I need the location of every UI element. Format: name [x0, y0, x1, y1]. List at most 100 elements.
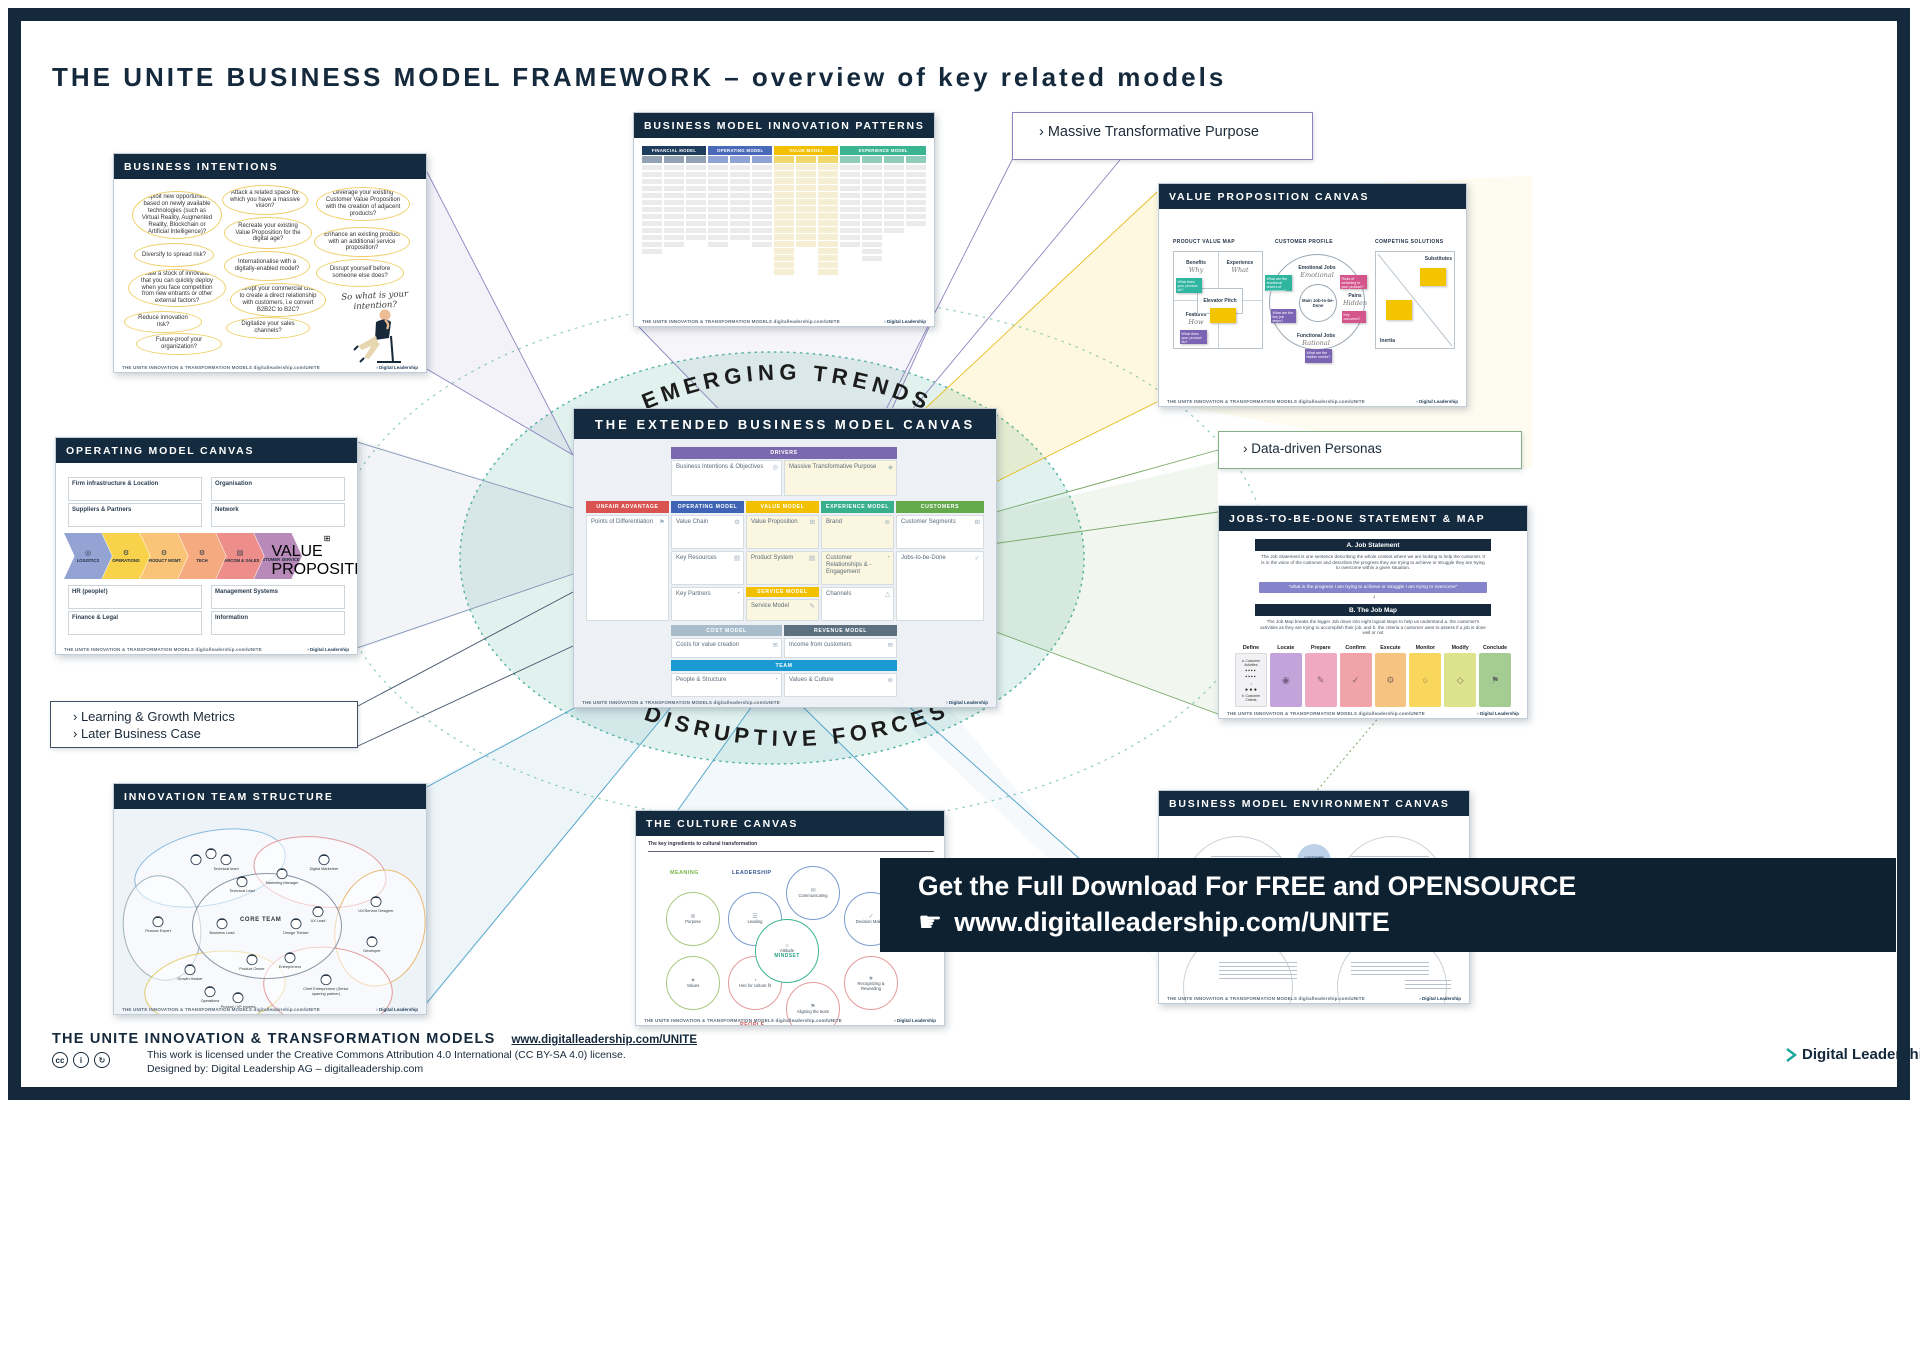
- omc-cell: Suppliers & Partners: [68, 503, 202, 527]
- avatar: [369, 894, 383, 908]
- intention-blob: Digitalize your sales channels?: [226, 317, 310, 339]
- intention-blob: Leverage your existing Customer Value Pr…: [316, 187, 410, 221]
- pattern-cell: [708, 220, 729, 226]
- intention-blob: Exploit new opportunities based on newly…: [132, 191, 222, 239]
- panel-footer-logo: › Digital Leadership: [307, 647, 349, 652]
- team-member-label: Product Owner: [239, 967, 265, 971]
- panel-footer-brand: THE UNITE INNOVATION & TRANSFORMATION MO…: [122, 365, 320, 370]
- sticky-note: What does your product do?: [1176, 278, 1202, 293]
- define-activities-label: a. Customer Activities: [1241, 658, 1261, 667]
- patterns-subheader: [906, 156, 927, 163]
- job-step-conclude: Conclude⚑: [1479, 645, 1511, 707]
- callout-personas-label: › Data-driven Personas: [1243, 441, 1382, 456]
- pattern-cell: [884, 227, 905, 233]
- omc-chevron-logistics: ◎LOGISTICS: [64, 533, 112, 579]
- panel-footer-logo: › Digital Leadership: [376, 1007, 418, 1012]
- pattern-cell: [774, 171, 795, 177]
- vpc-profile-title: Functional Jobs: [1296, 333, 1336, 339]
- culture-section-label: MEANING: [670, 870, 699, 876]
- page-title-rest: BUSINESS MODEL FRAMEWORK – overview of k…: [216, 62, 1227, 92]
- avatar: [245, 952, 259, 966]
- footer-link[interactable]: www.digitalleadership.com/UNITE: [511, 1034, 698, 1046]
- vpc-main-job-circle: Main Job-to-be-Done: [1299, 284, 1337, 322]
- panel-footer-logo: › Digital Leadership: [1419, 996, 1461, 1001]
- panel-footer-logo: › Digital Leadership: [1416, 399, 1458, 404]
- pattern-cell: [884, 213, 905, 219]
- pointing-hand-icon: ☛: [918, 907, 943, 937]
- pattern-cell: [774, 199, 795, 205]
- team-member-label: Developer: [363, 949, 381, 953]
- pen-icon: ✎: [1304, 653, 1337, 707]
- avatar: [183, 962, 197, 976]
- intention-text: Recreate your existing Value Proposition…: [235, 222, 301, 243]
- banner-url[interactable]: www.digitalleadership.com/UNITE: [954, 907, 1390, 937]
- canvas-cell-label: Jobs-to-be-Done: [901, 555, 946, 561]
- intention-blob: Diversify to spread risk?: [134, 243, 214, 267]
- intention-text: Exploit new opportunities based on newly…: [141, 194, 213, 235]
- sticky-text: What does your product do?: [1177, 279, 1198, 292]
- grid-icon: ▤: [808, 554, 815, 562]
- culture-section-label: LEADERSHIP: [732, 870, 772, 876]
- omc-chevron-label: TECH: [196, 557, 208, 563]
- job-statement-text: The Job Statement is one sentence descri…: [1261, 554, 1485, 571]
- team-member-label: Growth Hacker: [177, 977, 203, 981]
- culture-item-icon: ⚑: [810, 1004, 816, 1011]
- pattern-cell: [730, 234, 751, 240]
- logo-chevron-icon: [1786, 1047, 1797, 1062]
- job-step-label: Execute: [1380, 645, 1401, 651]
- patterns-group: EXPERIENCE MODEL: [840, 146, 927, 314]
- culture-circle: ⚑Aligning the team: [786, 982, 840, 1025]
- pattern-cell: [840, 213, 861, 219]
- flag-icon: ⚑: [1479, 653, 1511, 707]
- omc-cell: Organisation: [211, 477, 345, 501]
- pattern-cell: [884, 185, 905, 191]
- pattern-cell: [774, 220, 795, 226]
- pattern-cell: [906, 178, 927, 184]
- pattern-cell: [840, 234, 861, 240]
- cost-model-header: COST MODEL: [671, 625, 782, 636]
- pattern-cell: [686, 234, 707, 240]
- intention-blob: Future-proof your organization?: [136, 333, 222, 355]
- omc-chevron-label: LOGISTICS: [76, 557, 100, 563]
- canvas-cell-label: Value Chain: [676, 519, 709, 525]
- badge-icon: ⊚: [884, 518, 890, 526]
- chart-icon: ▤: [236, 549, 244, 557]
- patterns-column: [818, 156, 839, 314]
- panel-operating-model-canvas-footer: THE UNITE INNOVATION & TRANSFORMATION MO…: [64, 643, 349, 652]
- intention-text: Reduce innovation risk?: [138, 315, 188, 328]
- culture-item-icon: ★: [868, 975, 874, 982]
- intention-text: Leverage your existing Customer Value Pr…: [325, 190, 401, 217]
- panel-footer-brand: THE UNITE INNOVATION & TRANSFORMATION MO…: [642, 319, 840, 324]
- pattern-cell: [708, 227, 729, 233]
- intention-text: Create a stock of innovations that you c…: [138, 270, 216, 305]
- pattern-cell: [752, 220, 773, 226]
- omc-chevron-label: MARCOM & SALES: [220, 557, 260, 563]
- panel-footer-logo: › Digital Leadership: [894, 1018, 936, 1023]
- panel-culture-canvas-body: The key ingredients to cultural transfor…: [636, 836, 944, 1025]
- pattern-cell: [796, 185, 817, 191]
- pattern-cell: [906, 171, 927, 177]
- avatar: [235, 874, 249, 888]
- culture-subtitle: The key ingredients to cultural transfor…: [648, 841, 934, 852]
- culture-item-label: Purpose: [685, 919, 701, 925]
- column-header-2: VALUE MODEL: [746, 501, 819, 513]
- omc-cell: Management Systems: [211, 585, 345, 609]
- pattern-cell: [752, 164, 773, 170]
- pattern-cell: [774, 227, 795, 233]
- pattern-cell: [862, 199, 883, 205]
- pattern-cell: [664, 234, 685, 240]
- patterns-column: [840, 156, 861, 314]
- pattern-cell: [862, 220, 883, 226]
- pattern-cell: [774, 262, 795, 268]
- sticky-note: What are the emotional drivers of purcha…: [1265, 275, 1292, 293]
- panel-operating-model-canvas-title: OPERATING MODEL CANVAS: [56, 438, 357, 463]
- pattern-cell: [818, 192, 839, 198]
- job-step-prepare: Prepare✎: [1304, 645, 1337, 707]
- panel-jobs-to-be-done-title: JOBS-TO-BE-DONE STATEMENT & MAP: [1219, 506, 1527, 531]
- pattern-cell: [818, 199, 839, 205]
- vpc-profile-title: Pains: [1348, 293, 1362, 299]
- pattern-cell: [642, 185, 663, 191]
- intention-blob: Disrupt yourself before someone else doe…: [316, 259, 404, 287]
